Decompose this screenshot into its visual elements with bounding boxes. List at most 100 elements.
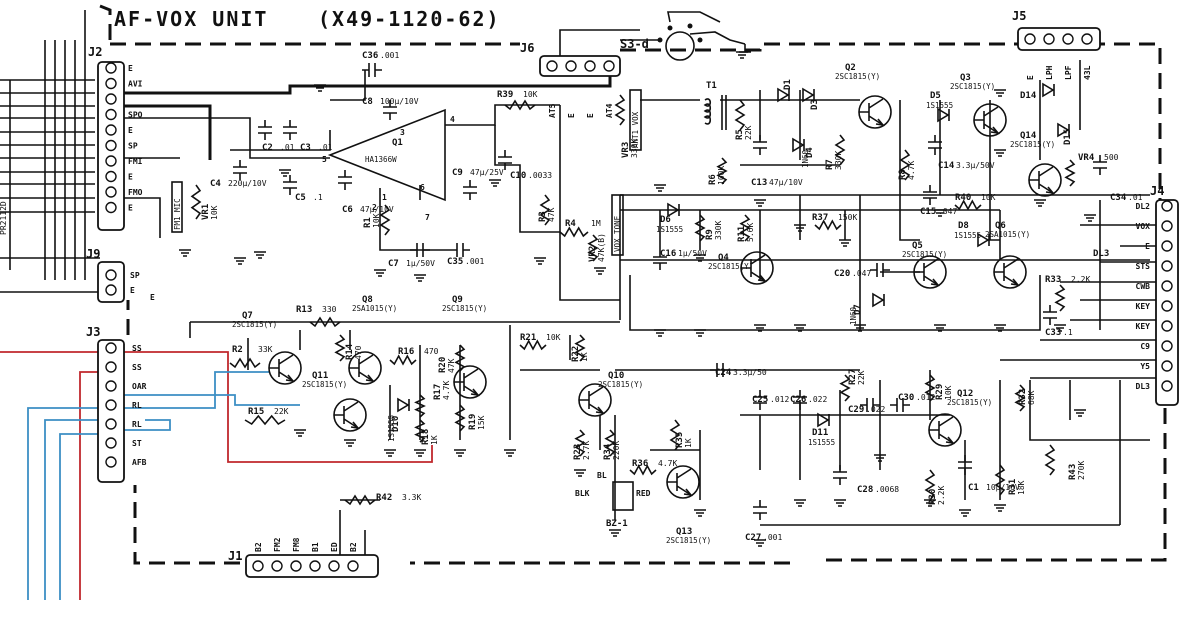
- ground-symbol: [994, 504, 1006, 512]
- j4-pin: [1161, 260, 1173, 272]
- diode-d15: D15: [1057, 122, 1073, 145]
- j4-pin-label: KEY: [1136, 322, 1151, 331]
- ground-symbol: [384, 449, 396, 457]
- j3-pin: [105, 361, 117, 373]
- vox-tone-label: VOX TONE: [613, 215, 622, 252]
- fm1-mic-label: FM1 MIC: [173, 198, 182, 230]
- j5-pin-label: 43L: [1083, 65, 1092, 80]
- board-outline: [99, 4, 1167, 565]
- capacitor-ref: C30: [898, 393, 914, 403]
- transistor-ref: Q8: [362, 295, 373, 305]
- resistor-value: 22K: [274, 407, 289, 416]
- j2-pin: [105, 108, 117, 121]
- j2-pin: [105, 170, 117, 183]
- j2-pin-label: AVI: [128, 80, 143, 89]
- capacitor-value: .047: [852, 269, 871, 278]
- ground-symbol: [504, 449, 516, 457]
- resistor-ref: R4: [565, 219, 576, 229]
- t1-label: T1: [706, 81, 717, 91]
- capacitor-ref: C20: [834, 269, 850, 279]
- capacitor-value: .022: [808, 395, 827, 404]
- j5-pin-label: LPH: [1045, 65, 1054, 80]
- blue-wiring: [27, 371, 300, 600]
- resistor-ref: R37: [812, 213, 828, 223]
- capacitor-value: .047: [938, 207, 957, 216]
- j2-pin: [105, 139, 117, 152]
- ic-pin-7: 7: [425, 213, 430, 222]
- ground-symbol: [454, 449, 466, 457]
- ground-symbol: [754, 324, 766, 332]
- unit-part-number: (X49-1120-62): [318, 7, 501, 31]
- capacitor-value: .0068: [875, 485, 899, 494]
- j2-pin: [105, 77, 117, 90]
- bl-label: BL: [597, 471, 607, 480]
- capacitor-value: .012: [770, 395, 789, 404]
- resistor-ref: R31: [1008, 479, 1018, 495]
- ground-symbol: [839, 239, 851, 247]
- resistor-value: 68K: [1027, 390, 1036, 405]
- j4-label: J4: [1150, 184, 1164, 198]
- j4-pin-label: VOX: [1136, 222, 1151, 231]
- capacitor-c20: C20.047: [834, 263, 890, 279]
- ground-symbol: [654, 329, 666, 337]
- j2-pin-label: E: [128, 204, 133, 213]
- diode-d14: D14: [1020, 82, 1055, 101]
- capacitor-value: .001: [465, 257, 484, 266]
- resistor-ref: R6: [708, 174, 718, 185]
- diode-ref: D4: [805, 147, 815, 158]
- capacitor-ref: C6: [342, 205, 353, 215]
- capacitor-ref: C2: [262, 143, 273, 153]
- j3-pin: [105, 418, 117, 430]
- j2-pin: [105, 124, 117, 136]
- capacitor-c36: C36.001: [362, 51, 399, 77]
- j2-pin: [105, 186, 117, 198]
- capacitor-value: .001: [380, 51, 399, 60]
- ground-symbol: [609, 529, 621, 537]
- capacitor-value: .0033: [528, 171, 552, 180]
- capacitor-ref: C29: [848, 405, 864, 415]
- transistor-type: 2SA1015(Y): [985, 230, 1030, 239]
- capacitor-c33: C33.1: [1043, 305, 1073, 338]
- transistor-ref: Q14: [1020, 131, 1037, 141]
- j3-pin-label: AFB: [132, 458, 147, 467]
- j2-pin-label: FMO: [128, 188, 143, 197]
- j4-pin: [1161, 380, 1173, 392]
- j4-pin: [1161, 220, 1173, 232]
- diode-ref: D15: [1063, 129, 1073, 145]
- transistor-type: 2SC1815(Y): [947, 398, 992, 407]
- j5-pin-label: LPF: [1064, 65, 1073, 80]
- ground-symbol: [1054, 324, 1066, 332]
- transistor-type: 2SC1815(Y): [232, 320, 277, 329]
- j3-pin-label: SS: [132, 344, 142, 353]
- capacitor-ref: C1: [968, 483, 979, 493]
- ground-symbol: [754, 199, 766, 207]
- diode-ref: D8: [958, 221, 969, 231]
- resistor-ref: R32: [1018, 389, 1028, 405]
- resistor-value: 1K: [430, 435, 439, 445]
- resistor-value: 1K: [684, 438, 693, 448]
- resistor-value: 1M: [591, 219, 601, 228]
- capacitor-ref: C27: [745, 533, 761, 543]
- resistor-value: 47K: [547, 207, 556, 222]
- j6-pin-label: AT4: [605, 103, 614, 118]
- capacitor-c29: C29.022: [848, 398, 885, 415]
- capacitor-ref: C8: [362, 97, 373, 107]
- ground-symbol: [654, 184, 666, 192]
